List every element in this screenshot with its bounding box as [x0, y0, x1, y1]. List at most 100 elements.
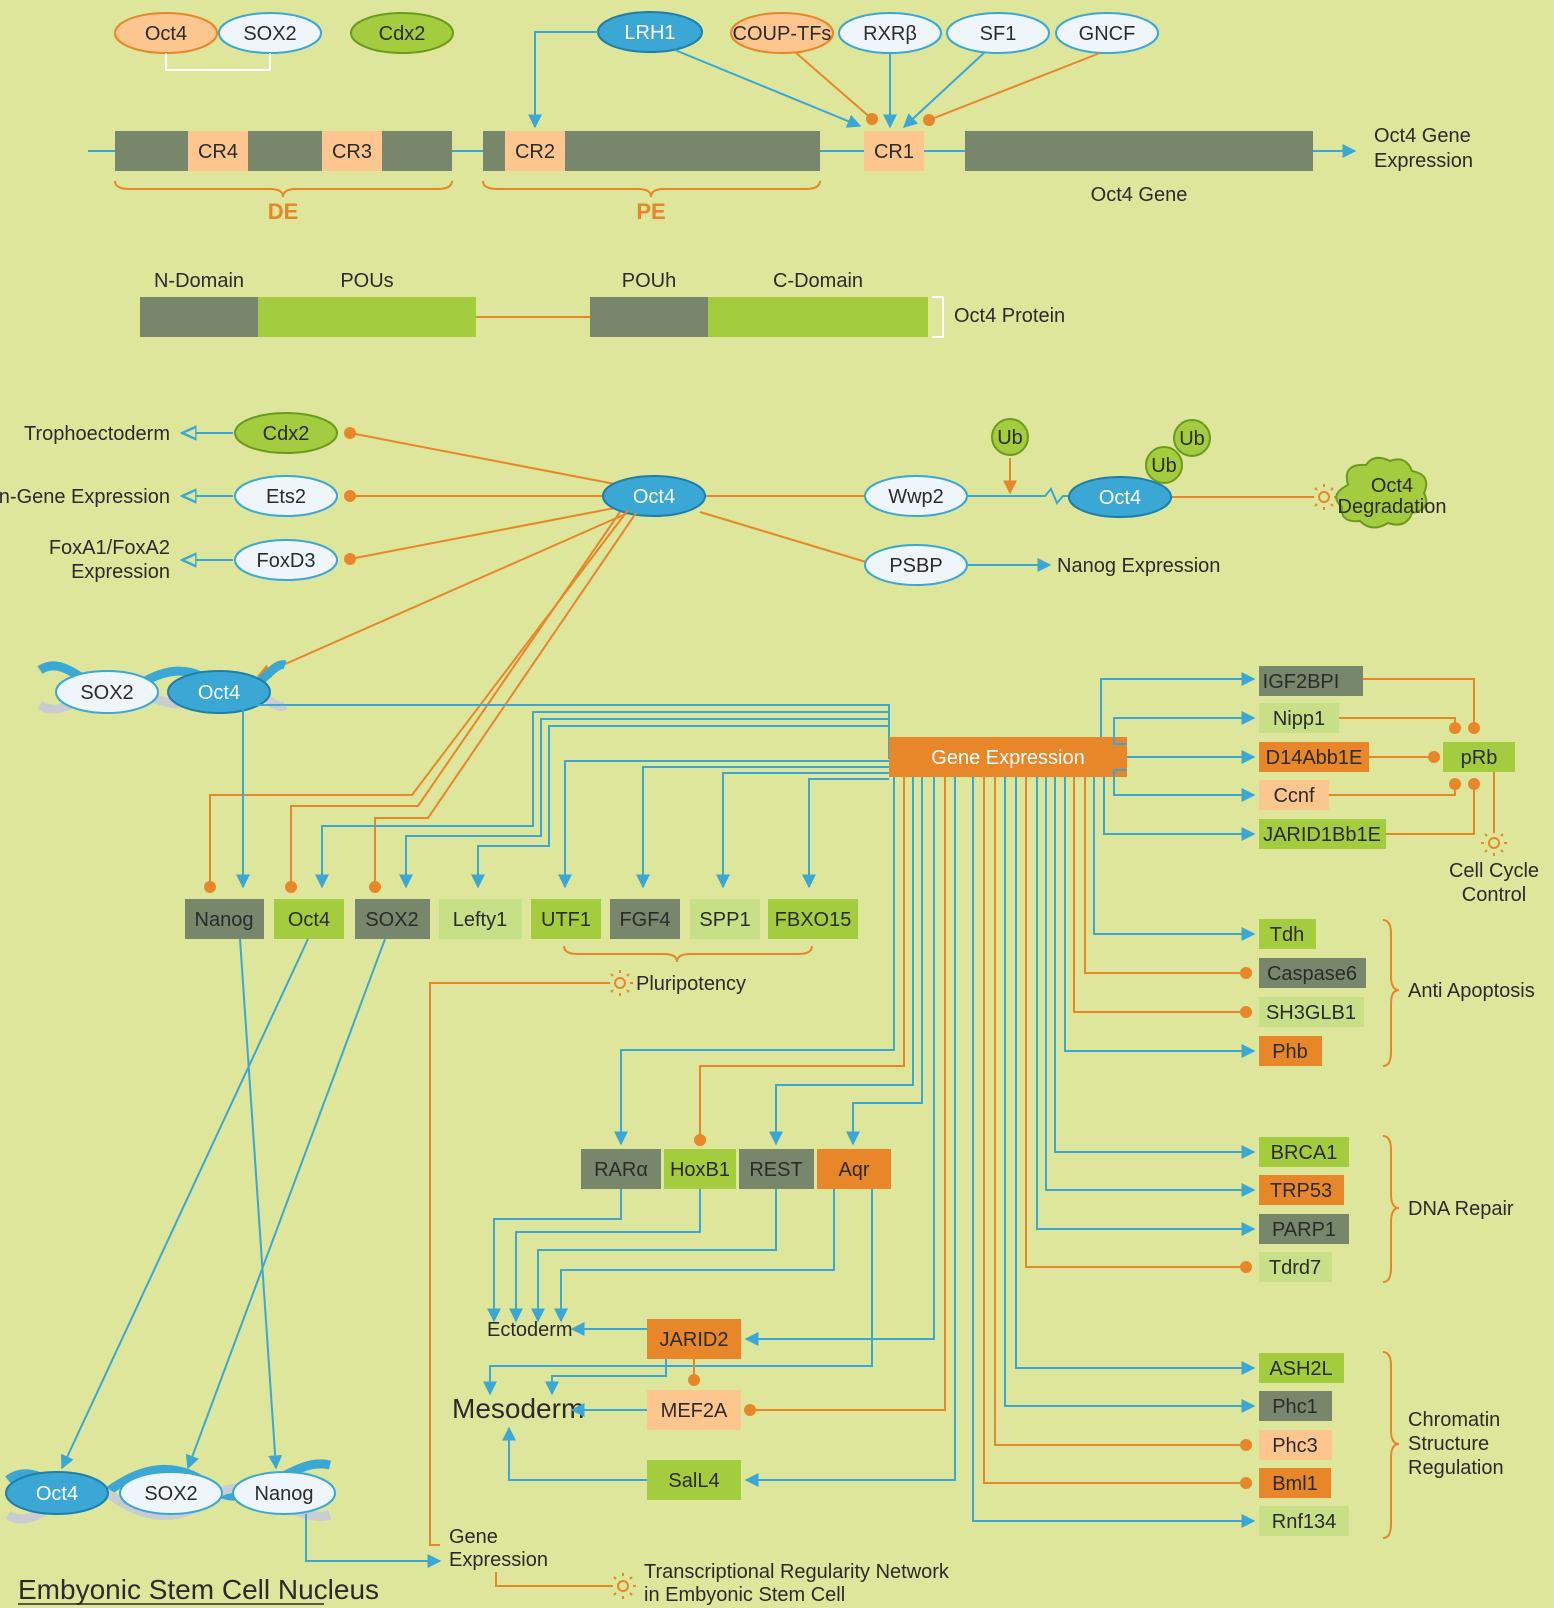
- oct4-binder-label: Oct4: [145, 23, 187, 45]
- ge-hoxb1-inhibit: [694, 777, 905, 1146]
- ub-tag-1: [1173, 419, 1211, 457]
- pous-block: [258, 297, 476, 337]
- cdx2-node: [234, 412, 338, 454]
- de-brace: [114, 180, 453, 198]
- pe-label: PE: [636, 199, 665, 224]
- regulatory-network: Gene Expression Nanog Oct4 SOX2 Lefty1 U…: [5, 509, 1539, 1606]
- ge-oct4-arrow: [315, 711, 890, 889]
- pous-label: POUs: [340, 270, 393, 292]
- sox2-box: [355, 899, 430, 939]
- prb-box: [1443, 742, 1515, 772]
- d14abb1e-box: [1259, 742, 1369, 772]
- complex-sox2-label: SOX2: [144, 1483, 197, 1505]
- ge-nipp1-arrow: [1113, 711, 1256, 745]
- cell-cycle-line1: Cell Cycle: [1449, 860, 1539, 882]
- sall4-mesoderm-arrow: [502, 1426, 647, 1481]
- mef2a-box: [647, 1390, 741, 1430]
- igf2bpi-box: [1259, 666, 1363, 696]
- ge-ash2l-arrow: [1015, 777, 1256, 1375]
- degradation-cloud: [1335, 456, 1428, 529]
- cr1-region: [864, 131, 924, 171]
- oct4-gene-structure: Oct4 SOX2 Cdx2 LRH1 COUP-TFs RXRβ SF1 GN…: [88, 11, 1473, 224]
- ub-tag-2-label: Ub: [1151, 455, 1177, 477]
- de-block: [115, 131, 452, 171]
- cdx2-label: Cdx2: [263, 423, 310, 445]
- nipp1-box: [1259, 703, 1339, 733]
- pluripotency-label: Pluripotency: [636, 973, 746, 995]
- oct4-nanog-link: [204, 509, 629, 893]
- rara-ectoderm-arrow: [487, 1189, 622, 1323]
- phc1-label: Phc1: [1272, 1396, 1318, 1418]
- pouh-block: [590, 297, 708, 337]
- igf2bpi-label: IGF2BPI: [1263, 671, 1340, 693]
- degradation-line1: Oct4: [1371, 475, 1413, 497]
- rest-box: [739, 1149, 814, 1189]
- oct4-ub-label: Oct4: [1099, 487, 1141, 509]
- gncf-node: [1055, 12, 1159, 54]
- gene-expression-line2: Expression: [1374, 150, 1473, 172]
- wwp2-oct4-link: [968, 487, 1068, 505]
- ge-fgf4-arrow: [636, 766, 889, 889]
- bml1-box: [1259, 1468, 1331, 1498]
- foxa-label-line2: Expression: [71, 561, 170, 583]
- foxa-label-line1: FoxA1/FoxA2: [49, 537, 170, 559]
- spp1-box: [690, 899, 760, 939]
- oct4-foxd3-inhibit: [344, 506, 621, 565]
- lefty1-box-label: Lefty1: [453, 909, 507, 931]
- ge-utf1-arrow: [558, 760, 889, 889]
- caspase6-box: [1259, 958, 1366, 988]
- complex-gene-expression-arrow: [305, 1514, 442, 1568]
- coup-tfs-label: COUP-TFs: [733, 23, 832, 45]
- oct4-to-complex-arrow: [60, 938, 309, 1470]
- nucleus-title: Embyonic Stem Cell Nucleus: [18, 1574, 379, 1605]
- caspase6-label: Caspase6: [1267, 963, 1357, 985]
- brca1-label: BRCA1: [1271, 1142, 1338, 1164]
- cr1-label: CR1: [874, 141, 914, 163]
- ge-sh3glb1-inhibit: [1073, 777, 1252, 1018]
- phb-label: Phb: [1272, 1041, 1308, 1063]
- sox2-binder-label: SOX2: [243, 23, 296, 45]
- sf1-node: [946, 12, 1050, 54]
- ccnf-box: [1259, 780, 1329, 810]
- aqr-box: [817, 1149, 891, 1189]
- parp1-box: [1259, 1214, 1349, 1244]
- ge-tdrd7-inhibit: [1025, 777, 1252, 1273]
- utf1-box: [531, 899, 601, 939]
- ge-phc3-inhibit: [994, 777, 1252, 1451]
- ge-fbxo15-arrow: [802, 778, 889, 889]
- dna-oct4-node: [167, 670, 271, 714]
- ge-rest-arrow: [769, 777, 914, 1146]
- aqr-label: Aqr: [838, 1159, 869, 1181]
- oct4-center-node: [602, 475, 706, 517]
- gene-expression-line1-label: Gene: [449, 1526, 498, 1548]
- oct4-psbp-line: [699, 511, 867, 563]
- cr2-label: CR2: [515, 141, 555, 163]
- oct4-box-label: Oct4: [288, 909, 330, 931]
- hoxb1-ectoderm-arrow: [509, 1189, 701, 1323]
- dna-repair-brace: [1382, 1135, 1400, 1283]
- gene-expression-trn-line: [495, 1572, 612, 1587]
- ge-phc1-arrow: [1004, 777, 1256, 1413]
- cdx2-binder-label: Cdx2: [379, 23, 426, 45]
- c-domain-block: [708, 297, 928, 337]
- bml1-label: Bml1: [1272, 1473, 1318, 1495]
- dna-oct4-label: Oct4: [198, 682, 240, 704]
- oct4-sox2-bracket: [165, 53, 271, 71]
- trp53-label: TRP53: [1270, 1180, 1332, 1202]
- cr3-label: CR3: [332, 141, 372, 163]
- pluripotency-gene-expression-line: [429, 982, 608, 1546]
- chromatin-line2: Structure: [1408, 1433, 1489, 1455]
- trn-burst-icon: [610, 1573, 636, 1599]
- rara-box: [581, 1149, 661, 1189]
- rnf134-label: Rnf134: [1272, 1511, 1337, 1533]
- foxd3-label: FoxD3: [257, 550, 316, 572]
- trophoectoderm-label: Trophoectoderm: [24, 423, 170, 445]
- mef2a-label: MEF2A: [661, 1400, 728, 1422]
- oct4-targets: Cdx2 Ets2 FoxD3 Trophoectoderm Ifn-Gene …: [0, 412, 1446, 714]
- chromatin-line3: Regulation: [1408, 1457, 1504, 1479]
- ge-rara-arrow: [614, 777, 895, 1146]
- complex-nanog-node: [232, 1471, 336, 1515]
- phc1-box: [1259, 1391, 1332, 1421]
- rest-ectoderm-arrow: [531, 1189, 777, 1323]
- sox2-box-label: SOX2: [365, 909, 418, 931]
